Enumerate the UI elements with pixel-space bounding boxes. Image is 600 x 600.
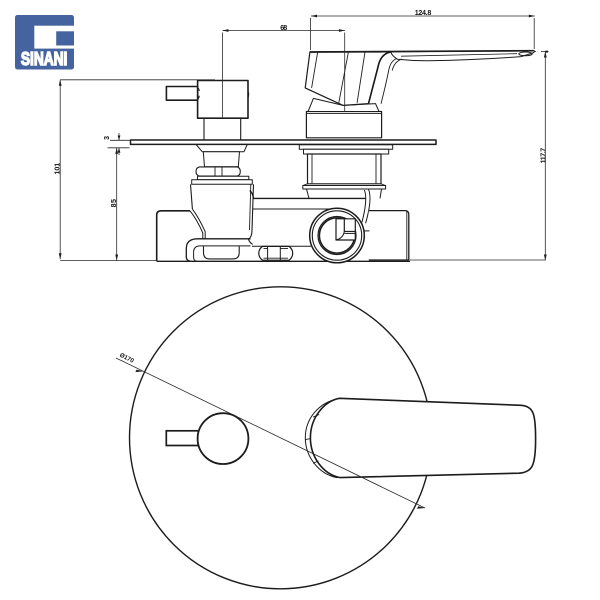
svg-text:SINANI: SINANI xyxy=(21,49,67,69)
svg-text:117.7: 117.7 xyxy=(540,148,548,164)
svg-text:101: 101 xyxy=(54,163,62,175)
svg-text:124.8: 124.8 xyxy=(415,9,432,17)
svg-text:85: 85 xyxy=(110,199,118,207)
svg-text:68: 68 xyxy=(280,24,287,32)
svg-text:3: 3 xyxy=(103,136,111,140)
